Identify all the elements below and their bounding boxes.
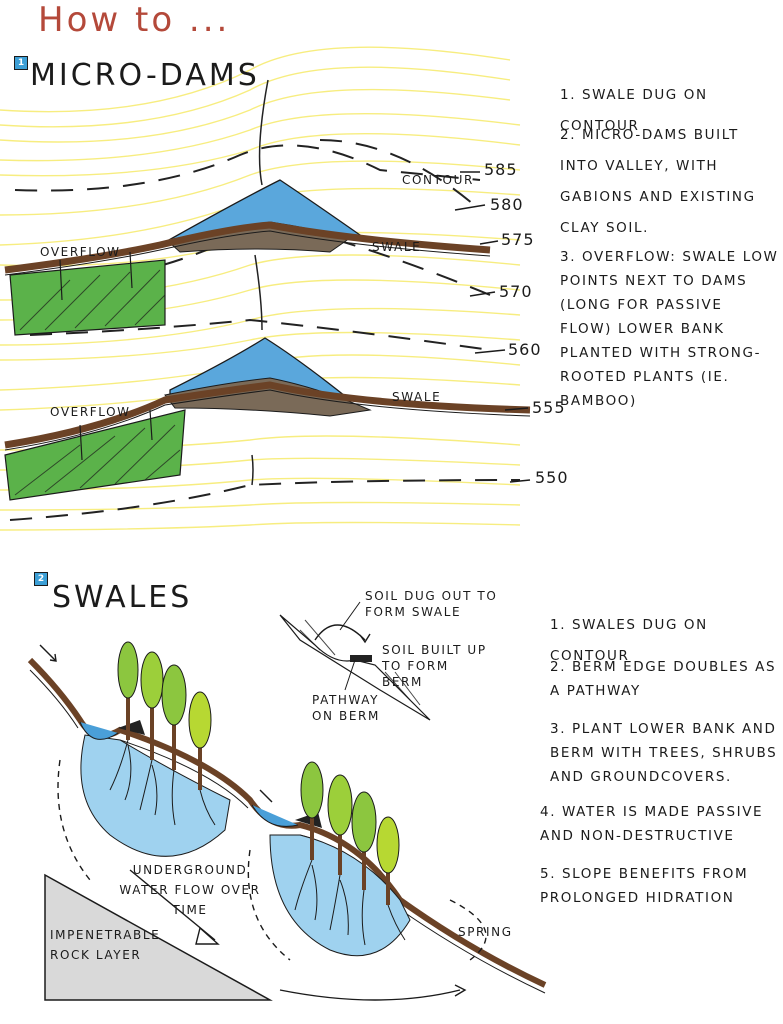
upper-trees bbox=[117, 641, 212, 790]
elevation-555: 555 bbox=[532, 398, 566, 417]
elevation-575: 575 bbox=[501, 230, 535, 249]
elevation-570: 570 bbox=[499, 282, 533, 301]
section1-note-2: 2. Micro-dams built into valley, with ga… bbox=[560, 127, 756, 236]
soil-dug-label: Soil dug out to form swale bbox=[365, 589, 498, 619]
elevation-580: 580 bbox=[490, 195, 524, 214]
section2-title: SWALES bbox=[52, 580, 193, 615]
section2-note-5: 5. Slope benefits from prolonged hidrati… bbox=[540, 866, 749, 906]
page-title: How to ... bbox=[38, 0, 231, 40]
contour-label: contour bbox=[402, 173, 474, 187]
lower-trees bbox=[300, 761, 400, 905]
rock-layer-label: Impenetrable rock layer bbox=[50, 928, 161, 962]
elevation-585: 585 bbox=[484, 160, 518, 179]
swale-label-upper: Swale bbox=[372, 240, 422, 254]
section2-badge: 2 bbox=[34, 572, 48, 586]
elevation-550: 550 bbox=[535, 468, 569, 487]
upper-overflow-grass bbox=[9, 259, 166, 336]
section2-note-1: 1. Swales dug on contour bbox=[550, 617, 708, 664]
rock-layer bbox=[44, 873, 273, 1001]
lower-water-bulb bbox=[269, 834, 411, 957]
upper-swale-berm bbox=[4, 221, 491, 274]
underground-flow-label: Underground water flow over time bbox=[119, 863, 261, 917]
elevation-560: 560 bbox=[508, 340, 542, 359]
section1-note-1: 1. Swale dug on contour bbox=[560, 87, 708, 134]
swale-cross-section-inset bbox=[279, 601, 431, 721]
section1-title: MICRO-DAMS bbox=[30, 58, 260, 93]
overflow-label-lower: Overflow bbox=[50, 405, 131, 419]
lower-swale-berm bbox=[4, 381, 531, 449]
pathway-label: Pathway on berm bbox=[312, 693, 380, 723]
section1-badge: 1 bbox=[14, 56, 28, 70]
soil-built-label: Soil built up to form berm bbox=[382, 643, 487, 689]
overflow-label-upper: Overflow bbox=[40, 245, 121, 259]
stream-line bbox=[251, 79, 269, 486]
section1-note-3: 3. Overflow: Swale low points next to da… bbox=[560, 249, 779, 409]
spring-label: Spring bbox=[458, 925, 513, 939]
section2-note-2: 2. Berm edge doubles as a pathway bbox=[550, 659, 777, 699]
upper-water-bulb bbox=[80, 734, 231, 857]
section2-note-4: 4. Water is made passive and non-destruc… bbox=[540, 804, 764, 844]
section2-note-3: 3. Plant lower bank and berm with trees,… bbox=[550, 721, 778, 785]
swale-label-lower: Swale bbox=[392, 390, 442, 404]
